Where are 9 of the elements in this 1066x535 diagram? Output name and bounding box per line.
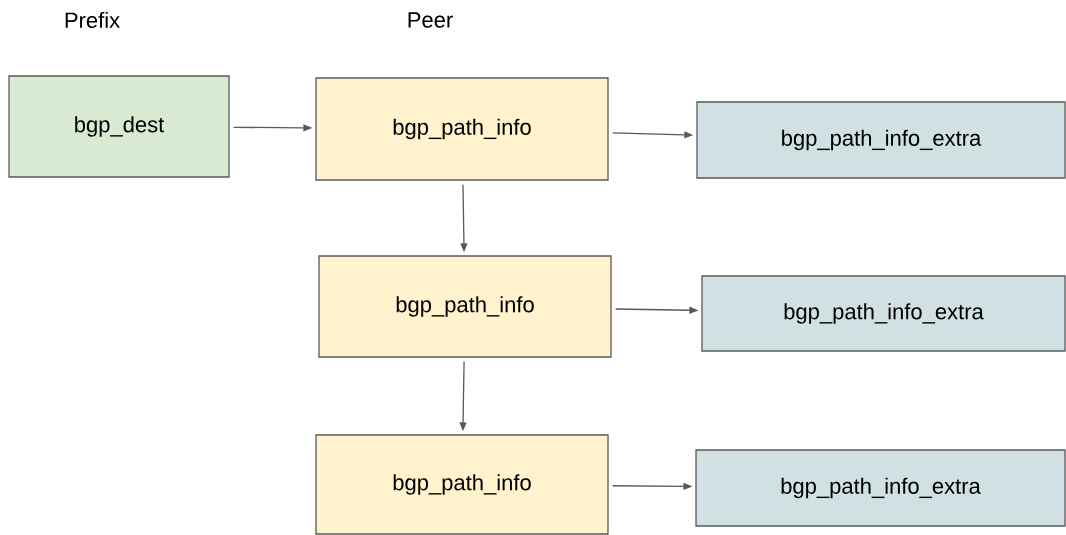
- process-box: bgp_path_info_extra: [696, 101, 1066, 179]
- process-box: bgp_path_info: [315, 434, 609, 535]
- column-heading: Peer: [408, 12, 453, 28]
- process-box: bgp_path_info_extra: [695, 449, 1066, 527]
- process-box: bgp_path_info: [315, 77, 609, 181]
- process-box: bgp_dest: [8, 75, 230, 178]
- process-box: bgp_path_info: [318, 255, 612, 358]
- column-heading: Prefix: [65, 11, 120, 29]
- process-box: bgp_path_info_extra: [701, 275, 1066, 352]
